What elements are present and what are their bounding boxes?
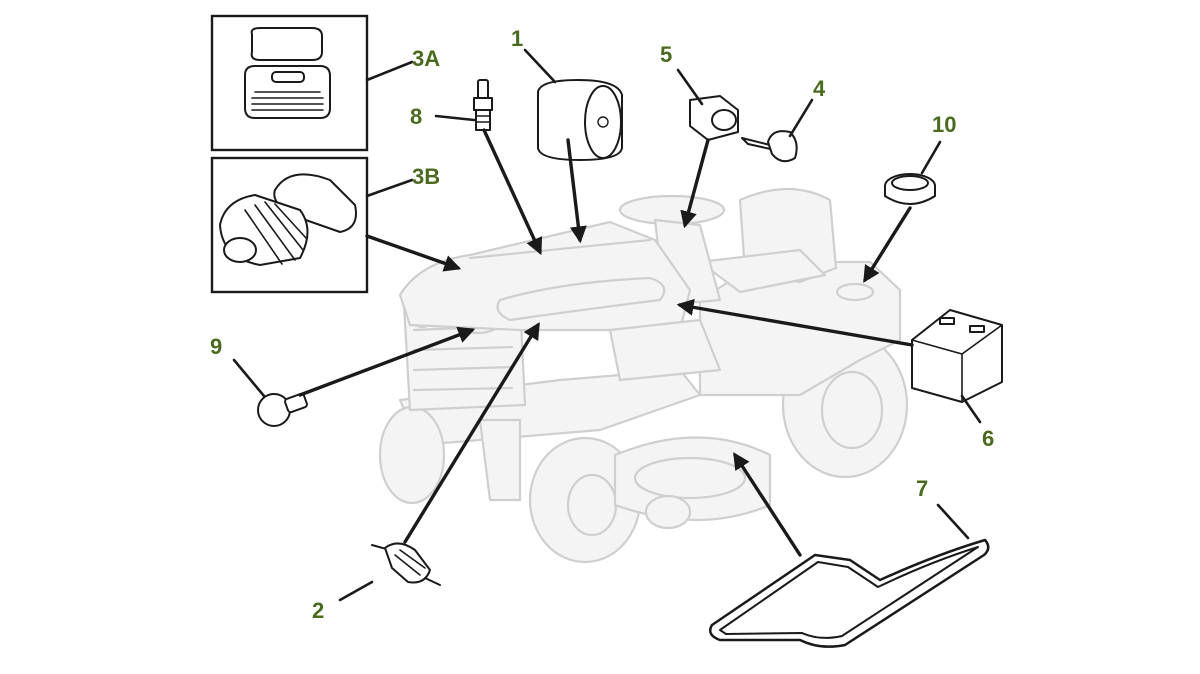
leader-lines	[232, 48, 982, 602]
inset-air-filter-3b	[210, 156, 369, 294]
callout-labels: 1 2 3A 3B 4 5 6 7 8 9 10	[210, 26, 994, 623]
callout-5: 5	[660, 42, 672, 67]
ignition-key	[741, 130, 798, 163]
callout-6: 6	[982, 426, 994, 451]
spark-plug	[473, 79, 493, 131]
callout-3b: 3B	[412, 164, 440, 189]
callout-1: 1	[511, 26, 523, 51]
fuel-cap	[884, 173, 936, 205]
fuel-filter	[371, 542, 441, 586]
callout-8: 8	[410, 104, 422, 129]
tractor-silhouette	[378, 187, 909, 564]
callout-10: 10	[932, 112, 956, 137]
oil-filter	[537, 79, 623, 161]
inset-air-filter-3a	[210, 14, 369, 152]
callout-7: 7	[916, 476, 928, 501]
callout-9: 9	[210, 334, 222, 359]
drive-belt	[709, 538, 990, 648]
callout-2: 2	[312, 598, 324, 623]
ignition-switch	[689, 95, 739, 141]
headlight-bulb	[257, 392, 308, 427]
callout-3a: 3A	[412, 46, 440, 71]
callout-4: 4	[813, 76, 826, 101]
battery	[911, 309, 1003, 403]
